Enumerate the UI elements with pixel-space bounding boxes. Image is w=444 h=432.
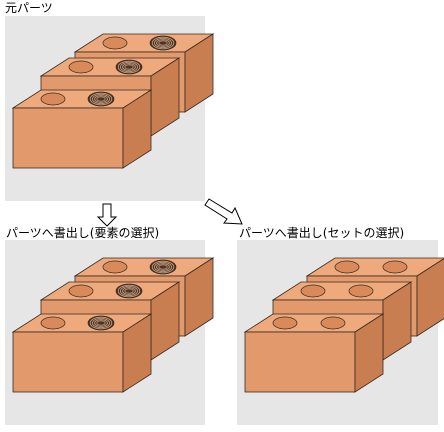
plain-hole <box>40 316 66 330</box>
block <box>11 89 153 169</box>
block-front <box>244 331 356 393</box>
threaded-hole <box>115 283 143 299</box>
thread-ring <box>120 286 139 297</box>
plain-hole <box>382 260 408 274</box>
threaded-hole <box>115 59 143 75</box>
plain-hole <box>348 284 374 298</box>
block-side <box>122 313 152 393</box>
export-by-element-illustration <box>11 257 215 393</box>
export-by-set-illustration <box>243 257 444 393</box>
thread-ring <box>120 62 139 73</box>
original-parts-panel <box>5 16 215 201</box>
block <box>11 313 153 393</box>
thread-ring <box>158 264 168 270</box>
plain-hole <box>68 60 94 74</box>
original-parts-label: 元パーツ <box>5 1 53 15</box>
original-parts-illustration <box>11 33 215 169</box>
thread-ring <box>96 96 106 102</box>
plain-hole <box>300 284 326 298</box>
thread-ring <box>151 36 175 50</box>
thread-ring <box>153 37 172 48</box>
thread-ring <box>117 284 141 298</box>
plain-hole <box>40 92 66 106</box>
thread-ring <box>96 320 106 326</box>
block-side <box>122 89 152 169</box>
plain-hole <box>102 36 128 50</box>
thread-ring <box>117 60 141 74</box>
block-front <box>12 107 124 169</box>
thread-ring <box>89 92 113 106</box>
thread-ring <box>92 318 111 329</box>
export-by-element-label: パーツへ書出し(要素の選択) <box>6 226 160 240</box>
plain-hole <box>102 260 128 274</box>
block-side <box>354 313 384 393</box>
threaded-hole <box>149 35 177 51</box>
block <box>243 313 385 393</box>
plain-hole <box>334 260 360 274</box>
thread-ring <box>156 39 170 47</box>
block-front <box>12 331 124 393</box>
plain-hole <box>68 284 94 298</box>
block-side <box>184 33 214 113</box>
thread-ring <box>122 63 136 71</box>
threaded-hole <box>149 259 177 275</box>
diagonal-arrow-icon <box>204 198 243 225</box>
export-by-set-label: パーツへ書出し(セットの選択) <box>239 226 405 240</box>
thread-ring <box>158 40 168 46</box>
threaded-hole <box>87 91 115 107</box>
export-by-set-panel <box>237 240 444 425</box>
plain-hole <box>272 316 298 330</box>
thread-ring <box>92 94 111 105</box>
thread-ring <box>94 319 108 327</box>
down-arrow-icon <box>96 203 118 227</box>
block-side <box>416 258 444 337</box>
export-by-element-panel <box>5 240 215 425</box>
thread-ring <box>122 287 136 295</box>
thread-ring <box>153 261 172 272</box>
thread-ring <box>124 64 134 70</box>
plain-hole <box>320 316 346 330</box>
thread-ring <box>89 316 113 330</box>
thread-ring <box>124 288 134 294</box>
thread-ring <box>94 95 108 103</box>
block-side <box>184 257 214 337</box>
threaded-hole <box>87 315 115 331</box>
thread-ring <box>156 263 170 271</box>
thread-ring <box>151 260 175 274</box>
